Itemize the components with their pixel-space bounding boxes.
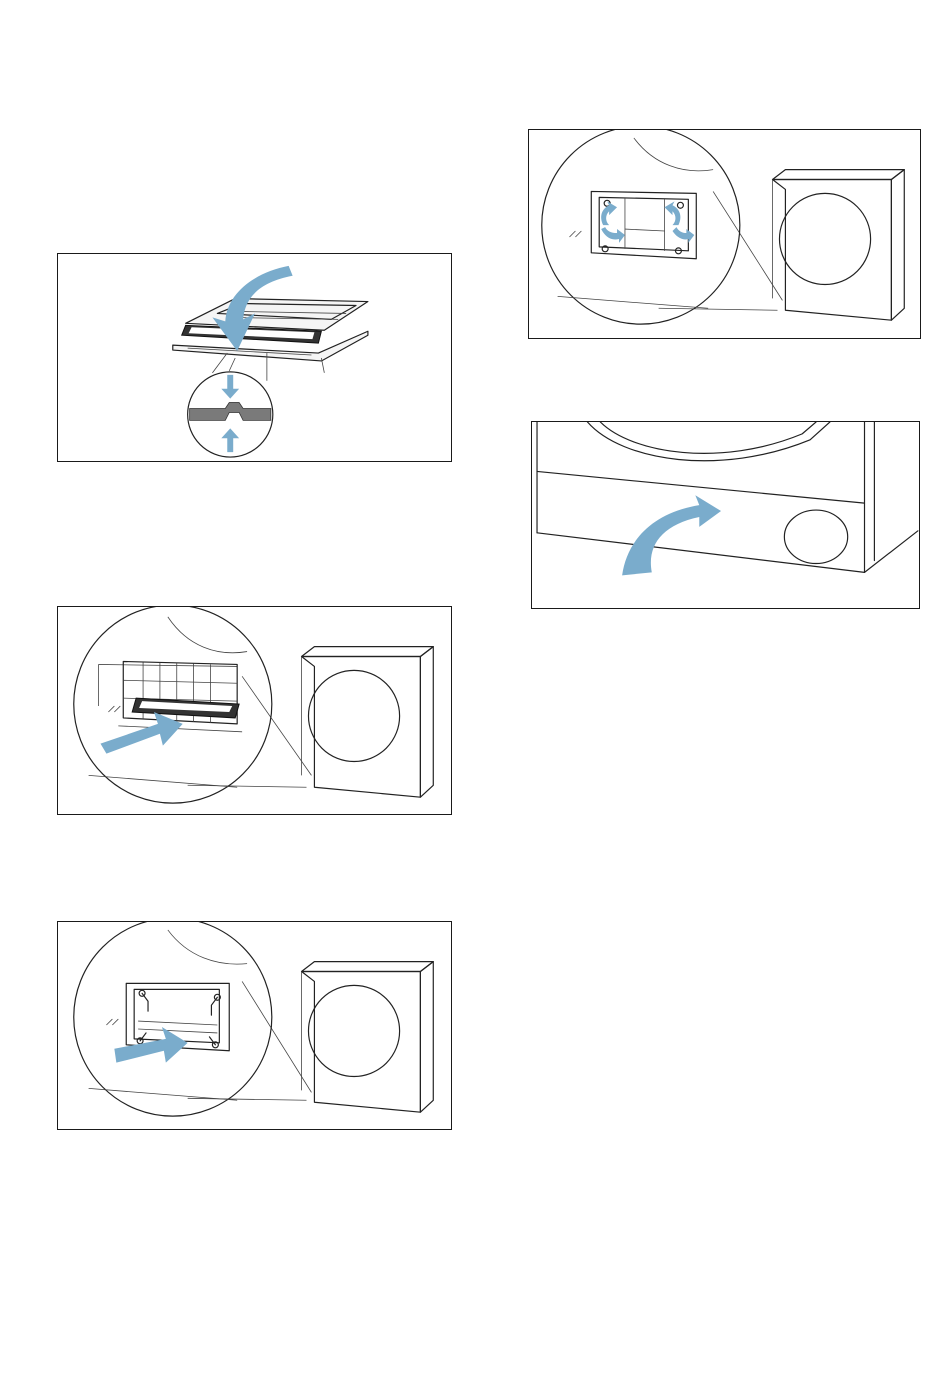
filter-clip-drawing xyxy=(58,254,451,461)
insert-frame-drawing xyxy=(58,922,451,1129)
illustration-close-flap xyxy=(531,421,920,609)
dryer-front xyxy=(773,180,892,321)
push-arrow-icon xyxy=(114,1027,187,1063)
lever-arrow-icon xyxy=(601,227,625,243)
illustration-lock-levers xyxy=(528,129,921,339)
lock-levers-drawing xyxy=(529,130,920,338)
clip-detail xyxy=(190,403,271,421)
illustration-insert-frame xyxy=(57,921,452,1130)
zoom-circle xyxy=(542,130,740,324)
push-arrow-icon xyxy=(100,712,182,754)
arrow-down-icon xyxy=(221,375,239,399)
insert-filter-drawing xyxy=(58,607,451,814)
lever-arrow-icon xyxy=(673,227,695,243)
close-flap-drawing xyxy=(532,422,919,608)
dryer-door-arc xyxy=(587,422,829,461)
dryer-door xyxy=(779,193,870,284)
flap-cover xyxy=(784,510,847,563)
dryer-front xyxy=(302,972,421,1113)
close-arrow-icon xyxy=(622,495,721,575)
illustration-insert-filter xyxy=(57,606,452,815)
illustration-filter-clip xyxy=(57,253,452,462)
dryer-front xyxy=(302,657,421,798)
dryer-top xyxy=(302,647,434,657)
dryer-top xyxy=(773,170,905,180)
dryer-door xyxy=(308,670,399,761)
lever-arrow-icon xyxy=(601,201,617,225)
dryer-top xyxy=(302,962,434,972)
zoom-circle xyxy=(74,922,272,1116)
arrow-up-icon xyxy=(221,428,239,452)
dryer-door xyxy=(308,985,399,1076)
